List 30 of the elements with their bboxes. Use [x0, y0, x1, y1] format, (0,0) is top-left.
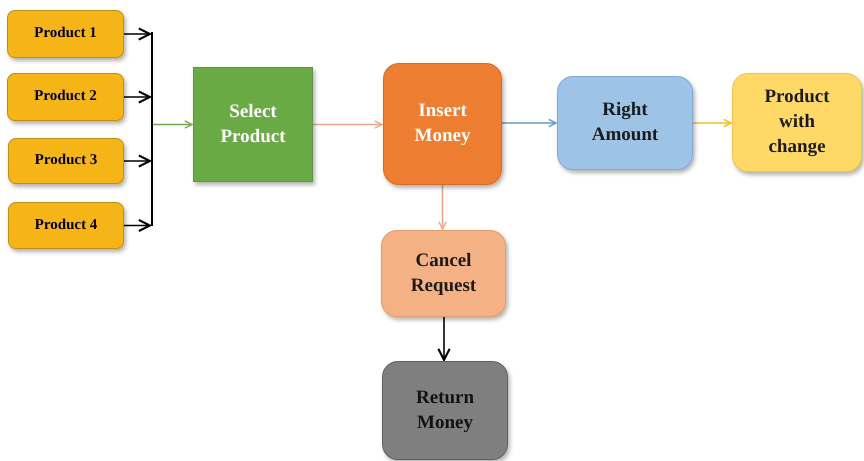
box-label: Right Amount [590, 98, 660, 147]
process-box [557, 76, 693, 170]
process-box [7, 73, 124, 121]
process-box [381, 230, 506, 317]
arrow [124, 27, 152, 41]
arrow [124, 218, 152, 232]
process-box [193, 67, 313, 182]
arrow [153, 120, 193, 129]
process-box [382, 361, 508, 460]
arrow [124, 154, 152, 168]
box-label: Insert Money [414, 99, 472, 148]
box-label: Return Money [414, 386, 476, 434]
box-label: Select Product [219, 100, 287, 148]
box-label: Product 4 [34, 216, 98, 235]
process-box [7, 10, 124, 58]
box-label: Product 3 [34, 151, 98, 170]
arrow [124, 90, 152, 104]
arrow [693, 118, 732, 128]
box-label: Product 2 [33, 87, 98, 106]
arrow [313, 120, 383, 129]
box-label: Cancel Request [410, 248, 478, 298]
process-box [732, 73, 862, 172]
arrow [437, 317, 451, 362]
box-label: Product with change [763, 85, 831, 159]
process-box [8, 202, 124, 249]
arrow [502, 118, 557, 128]
process-box [8, 138, 124, 184]
box-label: Product 1 [33, 24, 98, 44]
arrow [438, 185, 447, 230]
process-box [383, 63, 502, 185]
